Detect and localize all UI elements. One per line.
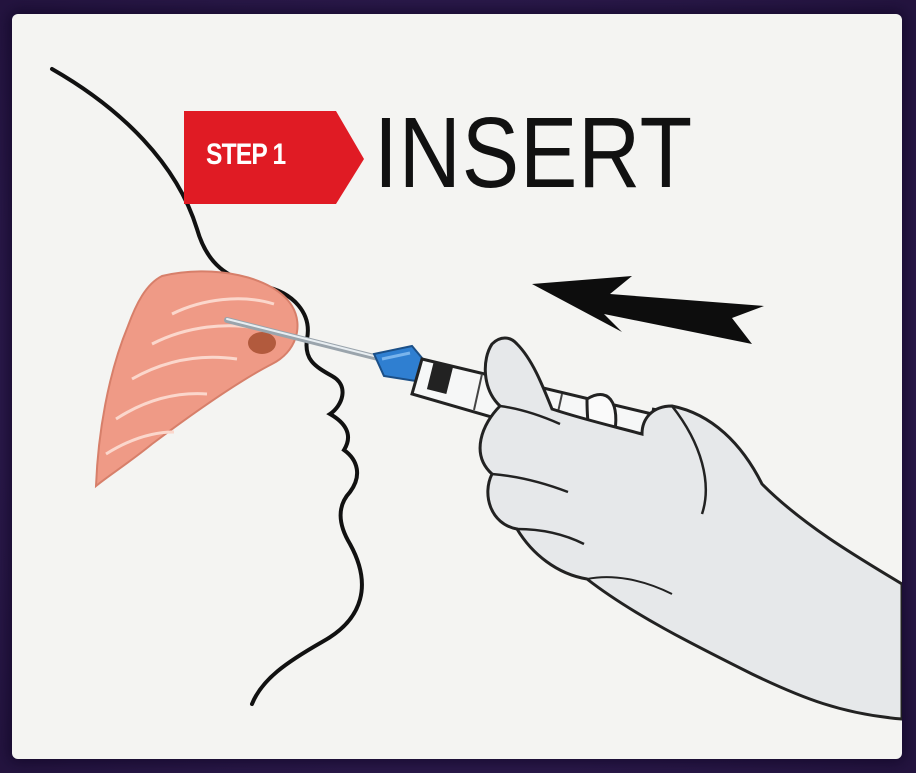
step-label: STEP 1 bbox=[206, 138, 285, 172]
nasal-tissue bbox=[96, 271, 298, 486]
direction-arrow bbox=[532, 276, 764, 344]
illustration-panel: STEP 1 INSERT bbox=[12, 14, 902, 759]
gloved-hand bbox=[480, 338, 902, 719]
step-title: INSERT bbox=[374, 98, 693, 208]
